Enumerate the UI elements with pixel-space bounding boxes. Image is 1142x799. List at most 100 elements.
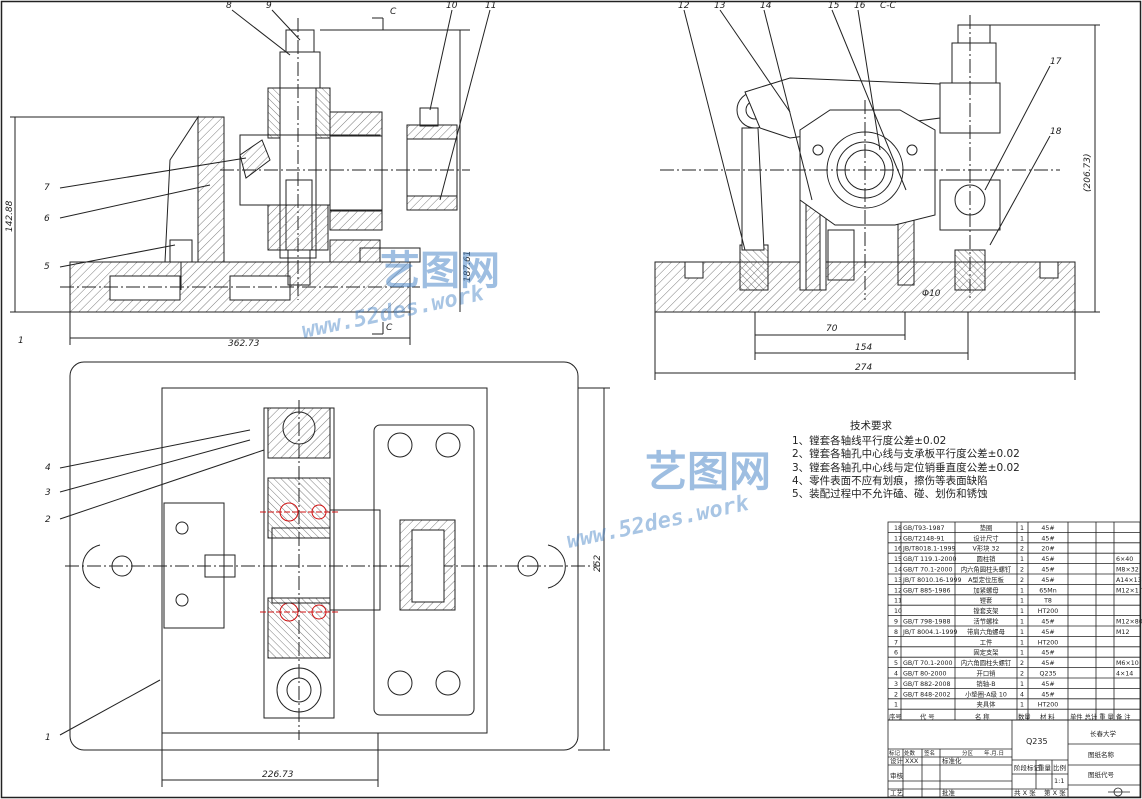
role-design: 设计 bbox=[890, 756, 904, 765]
bom-cell-mat: 45# bbox=[1041, 619, 1054, 626]
bom-cell-no: 15 bbox=[894, 556, 902, 563]
designer-name: XXX bbox=[905, 757, 919, 765]
front-view bbox=[10, 9, 491, 345]
bom-cell-mat: 45# bbox=[1041, 577, 1054, 584]
bom-header-code: 代 号 bbox=[920, 712, 935, 721]
bom-cell-no: 13 bbox=[894, 577, 902, 584]
role-review: 审核 bbox=[890, 771, 904, 780]
bom-cell-name: A型定位压板 bbox=[968, 575, 1004, 584]
bom-cell-mat: 45# bbox=[1041, 650, 1054, 657]
tech-req-title: 技术要求 bbox=[850, 420, 892, 432]
sheet-number: 第 X 张 bbox=[1044, 788, 1066, 797]
leader-18: 18 bbox=[1050, 127, 1062, 137]
bom-cell-name: 工件 bbox=[980, 637, 993, 646]
bom-cell-note: 4×14 bbox=[1116, 671, 1133, 678]
bom-cell-no: 8 bbox=[894, 629, 898, 636]
bom-cell-name: 圆柱销 bbox=[977, 554, 996, 563]
weight-label: 重量 bbox=[1038, 764, 1052, 772]
leader-4: 4 bbox=[45, 463, 51, 473]
bom-header-qty: 数量 bbox=[1018, 712, 1031, 721]
leader-13: 13 bbox=[714, 1, 726, 11]
bom-cell-qty: 1 bbox=[1020, 639, 1024, 646]
scale-value: 1:1 bbox=[1054, 777, 1064, 785]
bom-cell-code: JB/T 8004.1-1999 bbox=[902, 629, 957, 636]
bom-cell-code: GB/T2148-91 bbox=[903, 535, 944, 542]
bom-cell-mat: 45# bbox=[1041, 691, 1054, 698]
bom-cell-note: A14×13 bbox=[1116, 577, 1142, 584]
rev-col-0: 标记 bbox=[889, 749, 901, 757]
leader-7: 7 bbox=[44, 183, 50, 193]
leader-15: 15 bbox=[828, 1, 840, 11]
bom-header-note: 备 注 bbox=[1116, 712, 1131, 721]
sheet-total: 共 X 张 bbox=[1014, 788, 1036, 797]
leader-5: 5 bbox=[44, 262, 50, 272]
bom-cell-mat: 45# bbox=[1041, 525, 1054, 532]
watermark-logo-2: 艺图网 bbox=[645, 447, 772, 496]
bom-cell-qty: 1 bbox=[1020, 556, 1024, 563]
bom-cell-name: 带肩六角螺母 bbox=[967, 627, 1005, 636]
dim-274: 274 bbox=[855, 363, 872, 373]
bom-cell-name: 固定支架 bbox=[973, 648, 999, 657]
leader-1: 1 bbox=[45, 733, 51, 743]
bom-cell-no: 12 bbox=[894, 587, 902, 594]
tech-req-item-2: 2、镗套各轴孔中心线与支承板平行度公差±0.02 bbox=[792, 448, 1020, 461]
bom-cell-mat: 20# bbox=[1041, 546, 1054, 553]
bom-cell-qty: 1 bbox=[1020, 619, 1024, 626]
bom-cell-mat: 65Mn bbox=[1039, 587, 1056, 594]
bom-header-weight: 单件 总计 重 量 bbox=[1070, 712, 1114, 721]
bom-cell-note: 6×40 bbox=[1116, 556, 1133, 563]
tech-req-item-5: 5、装配过程中不允许磕、碰、划伤和锈蚀 bbox=[792, 488, 988, 501]
bom-cell-qty: 1 bbox=[1020, 535, 1024, 542]
tech-req-item-3: 3、镗套各轴孔中心线与定位销垂直度公差±0.02 bbox=[792, 461, 1020, 474]
plan-view bbox=[59, 361, 610, 787]
bom-cell-no: 18 bbox=[894, 525, 902, 532]
bom-header-name: 名 称 bbox=[975, 712, 990, 721]
leader-8: 8 bbox=[226, 1, 232, 11]
bom-cell-no: 7 bbox=[894, 639, 898, 646]
dim-overall-length: 362.73 bbox=[228, 339, 260, 349]
bom-cell-code: GB/T 882-2008 bbox=[903, 681, 951, 688]
bom-cell-mat: HT200 bbox=[1038, 608, 1059, 615]
leader-14: 14 bbox=[760, 1, 772, 11]
drawing-name: 图纸名称 bbox=[1088, 750, 1115, 759]
bom-cell-qty: 2 bbox=[1020, 567, 1024, 574]
dim-70: 70 bbox=[826, 324, 838, 334]
bom-cell-mat: HT200 bbox=[1038, 639, 1059, 646]
bom-cell-mat: Q235 bbox=[1040, 671, 1057, 678]
bom-cell-name: 垫圈 bbox=[980, 523, 993, 532]
dim-height: (206.73) bbox=[1083, 153, 1093, 192]
bom-cell-no: 2 bbox=[894, 691, 898, 698]
bom-cell-no: 3 bbox=[894, 681, 898, 688]
bom-cell-name: 设计尺寸 bbox=[973, 533, 998, 542]
bom-cell-qty: 1 bbox=[1020, 629, 1024, 636]
bom-cell-code: GB/T 70.1-2000 bbox=[903, 660, 953, 667]
rev-col-1: 处数 bbox=[904, 749, 916, 757]
dim-height-right: 187.61 bbox=[463, 251, 473, 283]
bom-cell-no: 16 bbox=[894, 546, 902, 553]
plan-view-labels: 4 3 2 1 226.73 252 bbox=[45, 463, 603, 780]
leader-11: 11 bbox=[485, 1, 496, 11]
bom-cell-mat: T8 bbox=[1043, 598, 1052, 605]
bom-cell-qty: 1 bbox=[1020, 525, 1024, 532]
section-mark-bottom: C bbox=[386, 323, 393, 333]
bom-cell-no: 10 bbox=[894, 608, 902, 615]
watermark-logo: 艺图网 bbox=[380, 248, 500, 294]
bom-cell-name: 镗套 bbox=[980, 596, 993, 605]
front-view-labels: 8 9 10 11 7 6 5 C C 362.73 1 142.88 187.… bbox=[5, 1, 496, 349]
bom-cell-name: 开口销 bbox=[977, 669, 996, 678]
bom-cell-name: 加紧螺母 bbox=[973, 585, 998, 594]
bom-cell-mat: 45# bbox=[1041, 681, 1054, 688]
bom-cell-no: 4 bbox=[894, 671, 898, 678]
bom-cell-code: GB/T 798-1988 bbox=[903, 619, 951, 626]
bom-cell-qty: 1 bbox=[1020, 598, 1024, 605]
bom-cell-name: 内六角圆柱头螺钉 bbox=[961, 565, 1012, 574]
bom-cell-qty: 2 bbox=[1020, 660, 1024, 667]
technical-requirements: 技术要求 1、镗套各轴线平行度公差±0.02 2、镗套各轴孔中心线与支承板平行度… bbox=[792, 420, 1092, 501]
bom-cell-no: 6 bbox=[894, 650, 898, 657]
bom-cell-no: 5 bbox=[894, 660, 898, 667]
title-block bbox=[887, 719, 1141, 798]
rev-col-2: 分区 bbox=[962, 749, 974, 757]
